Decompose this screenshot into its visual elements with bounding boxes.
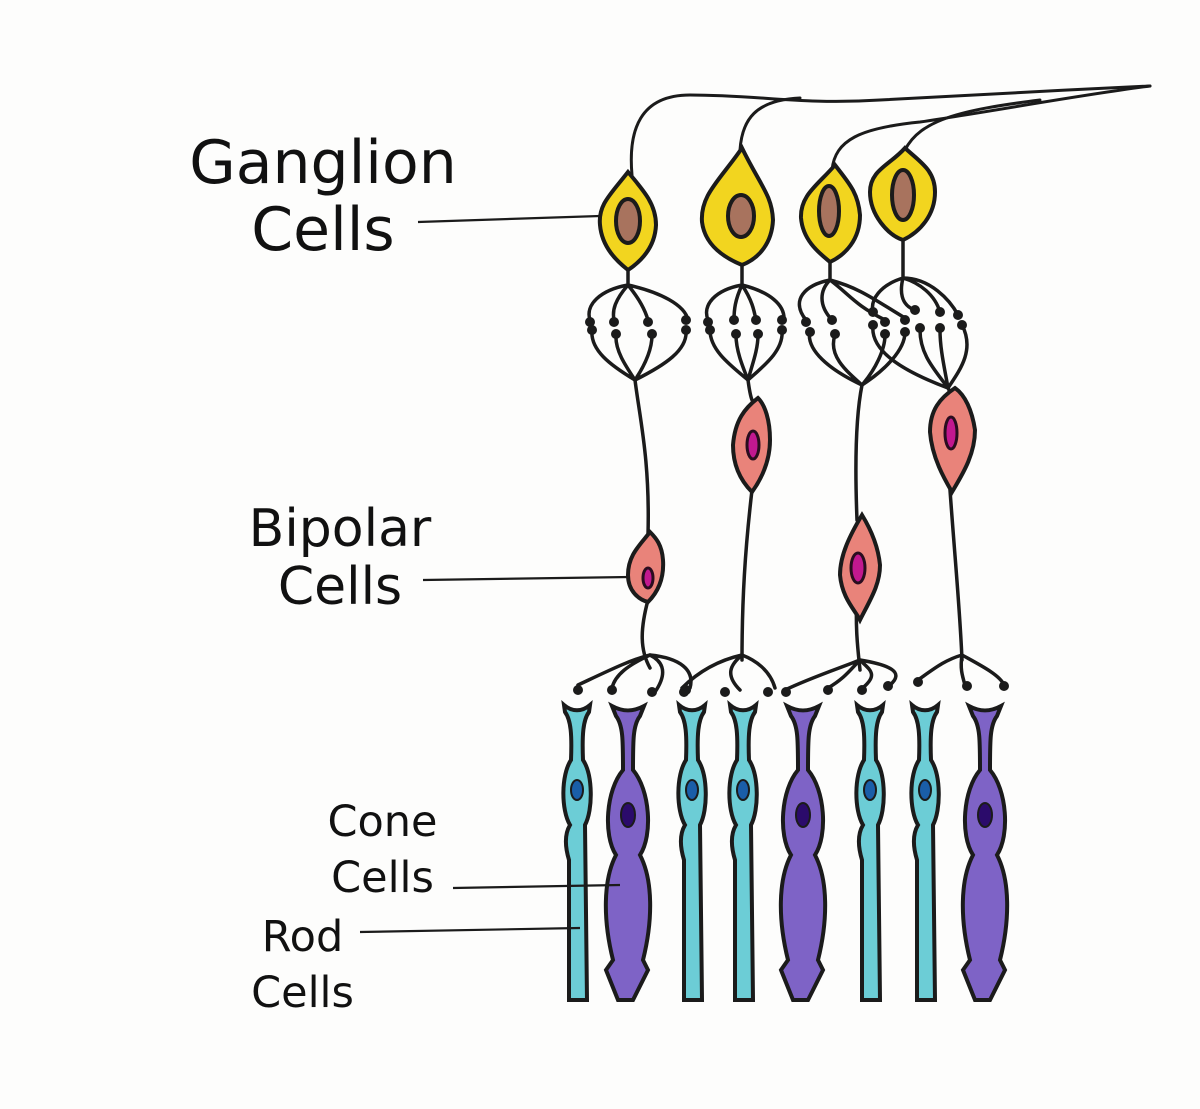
ganglion-cell <box>798 161 863 265</box>
rod-nucleus <box>570 779 584 801</box>
leader-lines <box>359 214 631 934</box>
optic-nerve-fibers <box>629 84 1152 177</box>
cone-cell-body <box>778 701 828 1002</box>
rod-nucleus <box>685 779 699 801</box>
ganglion-cell <box>699 144 776 268</box>
cone-nucleus <box>795 802 811 828</box>
rod-cell <box>909 699 941 1002</box>
cone-cell-body <box>960 701 1010 1002</box>
cone-label-line2: Cells <box>331 852 434 903</box>
rod-label-line1: Rod <box>261 912 344 962</box>
rod-cell-body <box>676 699 708 1002</box>
rod-cell <box>676 699 708 1002</box>
rod-nucleus <box>918 779 932 801</box>
synapse-terminals <box>585 305 967 339</box>
bipolar-cell <box>837 511 883 625</box>
bipolar-cell <box>927 385 978 496</box>
rod-leader-line <box>359 926 581 934</box>
outer-synapse-terminals <box>573 677 1009 697</box>
cone-nucleus <box>977 802 993 828</box>
rod-nucleus <box>863 779 877 801</box>
bipolar-axons <box>633 378 964 672</box>
ganglion-cell <box>597 168 659 273</box>
synapse-cluster <box>797 260 907 387</box>
synapse-cluster <box>704 263 786 382</box>
cone-cells-label: Cone Cells <box>315 795 450 907</box>
cone-label-line1: Cone <box>327 797 438 847</box>
bipolar-label-line2: Cells <box>277 557 403 618</box>
bipolar-label-line1: Bipolar <box>248 499 432 559</box>
bipolar-leader-line <box>422 575 631 582</box>
ganglion-cell <box>867 145 938 243</box>
photoreceptors <box>561 699 1010 1002</box>
ganglion-cells <box>597 144 938 273</box>
rod-nucleus <box>736 779 750 801</box>
ganglion-label-line2: Cells <box>251 195 395 266</box>
rod-cell <box>854 699 886 1002</box>
ganglion-label-line1: Ganglion <box>189 128 457 198</box>
cone-cell <box>603 701 653 1002</box>
rod-label-line2: Cells <box>251 967 354 1018</box>
cone-cell-body <box>603 701 653 1002</box>
rod-cell-body <box>854 699 886 1002</box>
bipolar-cells <box>625 385 978 625</box>
rod-cell <box>561 699 593 1002</box>
cone-cell <box>778 701 828 1002</box>
bipolar-cells-label: Bipolar Cells <box>230 499 450 618</box>
bipolar-cell <box>730 395 773 496</box>
cone-leader-line <box>452 883 621 890</box>
rod-cell-body <box>909 699 941 1002</box>
synapse-cluster <box>587 268 690 382</box>
inner-plexiform-synapses <box>587 238 969 390</box>
cone-nucleus <box>620 802 636 828</box>
rod-cell-body <box>561 699 593 1002</box>
rod-cells-label: Rod Cells <box>240 910 365 1022</box>
rod-cell <box>727 699 759 1002</box>
cone-cell <box>960 701 1010 1002</box>
ganglion-leader-line <box>417 214 601 224</box>
rod-cell-body <box>727 699 759 1002</box>
ganglion-cells-label: Ganglion Cells <box>178 128 468 266</box>
synapse-cluster <box>870 238 969 390</box>
bipolar-cell <box>625 528 666 605</box>
outer-plexiform-synapses <box>576 653 1006 694</box>
